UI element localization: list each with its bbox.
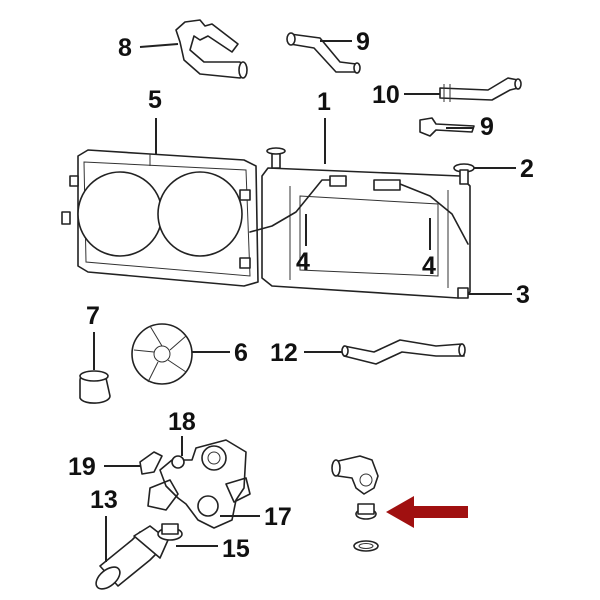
callout-15: 15 xyxy=(222,535,250,563)
callout-5: 5 xyxy=(148,86,162,114)
part-seal-18 xyxy=(171,455,185,469)
callout-7: 7 xyxy=(86,302,100,330)
part-fan-6 xyxy=(131,323,193,385)
indicator-arrow-icon xyxy=(386,496,468,528)
part-gasket-19 xyxy=(139,451,163,475)
callout-4b: 4 xyxy=(422,252,436,280)
callout-19: 19 xyxy=(68,453,96,481)
part-hose-9 xyxy=(286,32,361,74)
part-thermostat-housing-17 xyxy=(147,439,251,529)
part-drain-3 xyxy=(457,287,469,299)
callout-8: 8 xyxy=(118,34,132,62)
part-highlighted-thermostat xyxy=(355,503,377,520)
callout-12: 12 xyxy=(270,339,298,367)
leader-8 xyxy=(139,43,179,48)
callout-4a: 4 xyxy=(296,248,310,276)
part-hose-12 xyxy=(341,339,466,365)
part-tube-11 xyxy=(439,77,522,102)
callout-9: 9 xyxy=(356,28,370,56)
part-fan-shroud-5 xyxy=(61,149,259,287)
callout-1: 1 xyxy=(317,88,331,116)
part-radiator-1 xyxy=(249,147,471,299)
callout-17: 17 xyxy=(264,503,292,531)
callout-2: 2 xyxy=(520,155,534,183)
part-highlighted-seal xyxy=(353,540,379,552)
part-hose-8 xyxy=(175,19,248,79)
callout-10: 9 xyxy=(480,113,494,141)
callout-3: 3 xyxy=(516,281,530,309)
part-thermostat-15 xyxy=(157,523,183,541)
callout-18: 18 xyxy=(168,408,196,436)
part-insulator-7 xyxy=(79,370,111,404)
callout-6: 6 xyxy=(234,339,248,367)
part-bracket-10 xyxy=(419,117,475,137)
callout-11: 10 xyxy=(372,81,400,109)
part-highlighted-housing xyxy=(331,455,379,495)
part-cap-2 xyxy=(453,163,475,185)
part-outlet-13 xyxy=(95,525,169,590)
callout-13: 13 xyxy=(90,486,118,514)
